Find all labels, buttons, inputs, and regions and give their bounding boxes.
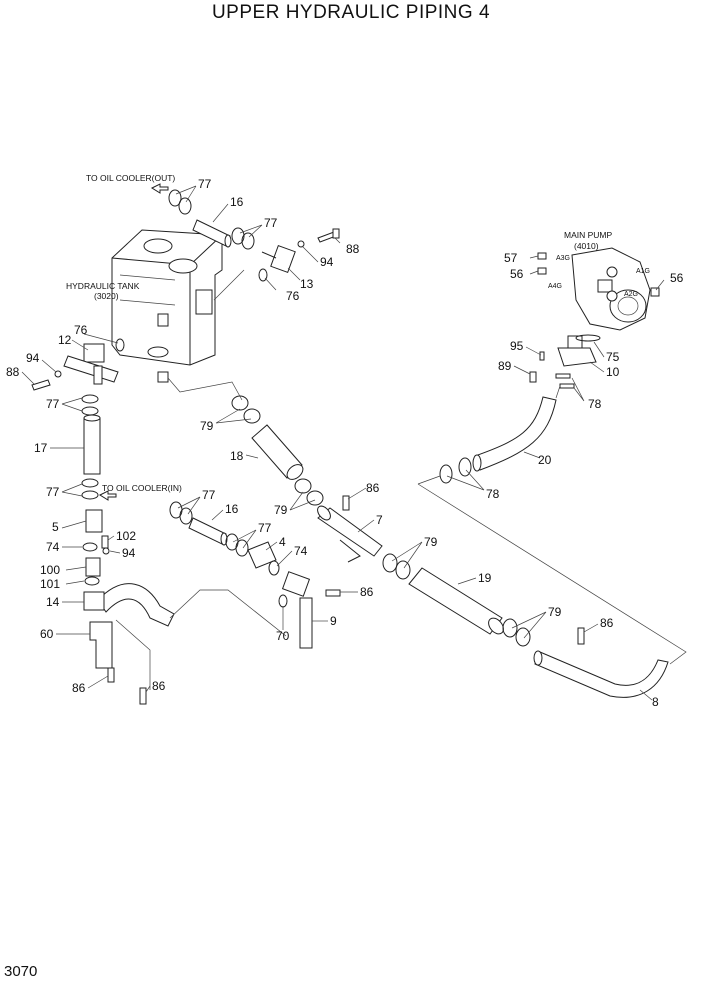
callouts: 77 16 77 88 94 13 76 76 12 94 88 77 17 7…: [6, 177, 684, 709]
pipe-14[interactable]: [83, 583, 175, 627]
callout: 77: [264, 216, 278, 230]
callout: 4: [279, 535, 286, 549]
flow-arrow-out: [150, 183, 169, 194]
port-a2g: A2G: [624, 291, 638, 298]
main-pump[interactable]: [571, 247, 651, 331]
note-main-pump: MAIN PUMP: [564, 230, 613, 240]
pipe-7[interactable]: [315, 504, 383, 563]
fitting-12[interactable]: [63, 343, 119, 385]
callout: 56: [670, 271, 684, 285]
callout: 56: [510, 267, 524, 281]
adapter-4[interactable]: [247, 541, 277, 569]
page-number: 3070: [4, 963, 38, 980]
hose-17[interactable]: [83, 414, 101, 475]
callout: 16: [225, 502, 239, 516]
note-hydraulic-tank-code: (3020): [94, 291, 119, 301]
callout: 86: [72, 681, 86, 695]
callout: 86: [360, 585, 374, 599]
callout: 79: [274, 503, 288, 517]
callout: 86: [152, 679, 166, 693]
callout: 60: [40, 627, 54, 641]
callout: 88: [346, 242, 360, 256]
callout: 88: [6, 365, 20, 379]
callout: 89: [498, 359, 512, 373]
callout: 10: [606, 365, 620, 379]
callout: 70: [276, 629, 290, 643]
callout: 17: [34, 441, 48, 455]
flange-13[interactable]: [261, 244, 296, 274]
port-a3g: A3G: [556, 255, 570, 262]
callout: 86: [366, 481, 380, 495]
hose-18[interactable]: [251, 424, 306, 482]
callout: 12: [58, 333, 72, 347]
note-hydraulic-tank: HYDRAULIC TANK: [66, 281, 140, 291]
elbow-100[interactable]: [85, 557, 101, 577]
callout: 94: [26, 351, 40, 365]
callout: 8: [652, 695, 659, 709]
callout: 77: [258, 521, 272, 535]
callout: 9: [330, 614, 337, 628]
callout: 79: [548, 605, 562, 619]
callout: 20: [538, 453, 552, 467]
note-to-oil-cooler-in: TO OIL COOLER(IN): [102, 483, 182, 493]
callout: 101: [40, 577, 60, 591]
connector-5[interactable]: [85, 509, 103, 533]
o-rings: [82, 268, 288, 608]
port-a1g: A1G: [636, 268, 650, 275]
callout: 7: [376, 513, 383, 527]
flange-10[interactable]: [557, 335, 597, 367]
callout: 57: [504, 251, 518, 265]
leader-lines: [21, 185, 665, 701]
callout: 79: [424, 535, 438, 549]
callout: 102: [116, 529, 136, 543]
callout: 13: [300, 277, 314, 291]
callout: 77: [46, 397, 60, 411]
hose-16-upper[interactable]: [192, 219, 232, 248]
callout: 86: [600, 616, 614, 630]
hydraulic-tank[interactable]: [111, 229, 223, 383]
pipe-8[interactable]: [533, 650, 669, 698]
bracket-60[interactable]: [89, 621, 113, 669]
hose-16-lower[interactable]: [188, 517, 228, 546]
callout: 78: [486, 487, 500, 501]
clamp-set: [81, 189, 601, 647]
callout: 19: [478, 571, 492, 585]
port-a4g: A4G: [548, 283, 562, 290]
pipe-20[interactable]: [472, 396, 557, 472]
callout: 5: [52, 520, 59, 534]
callout: 79: [200, 419, 214, 433]
callout: 94: [122, 546, 136, 560]
callout: 18: [230, 449, 244, 463]
note-to-oil-cooler-out: TO OIL COOLER(OUT): [86, 173, 175, 183]
note-main-pump-code: (4010): [574, 241, 599, 251]
hose-19[interactable]: [408, 567, 506, 637]
callout: 95: [510, 339, 524, 353]
callout: 78: [588, 397, 602, 411]
callout: 16: [230, 195, 244, 209]
callout: 100: [40, 563, 60, 577]
callout: 14: [46, 595, 60, 609]
bolts: [31, 228, 660, 705]
callout: 77: [202, 488, 216, 502]
callout: 76: [286, 289, 300, 303]
callout: 75: [606, 350, 620, 364]
block-9[interactable]: [281, 571, 313, 649]
page-title: UPPER HYDRAULIC PIPING 4: [211, 2, 491, 23]
callout: 74: [46, 540, 60, 554]
connection-lines: [115, 269, 687, 690]
callout: 74: [294, 544, 308, 558]
callout: 76: [74, 323, 88, 337]
callout: 77: [46, 485, 60, 499]
callout: 94: [320, 255, 334, 269]
flow-arrow-in: [98, 490, 117, 501]
callout: 77: [198, 177, 212, 191]
